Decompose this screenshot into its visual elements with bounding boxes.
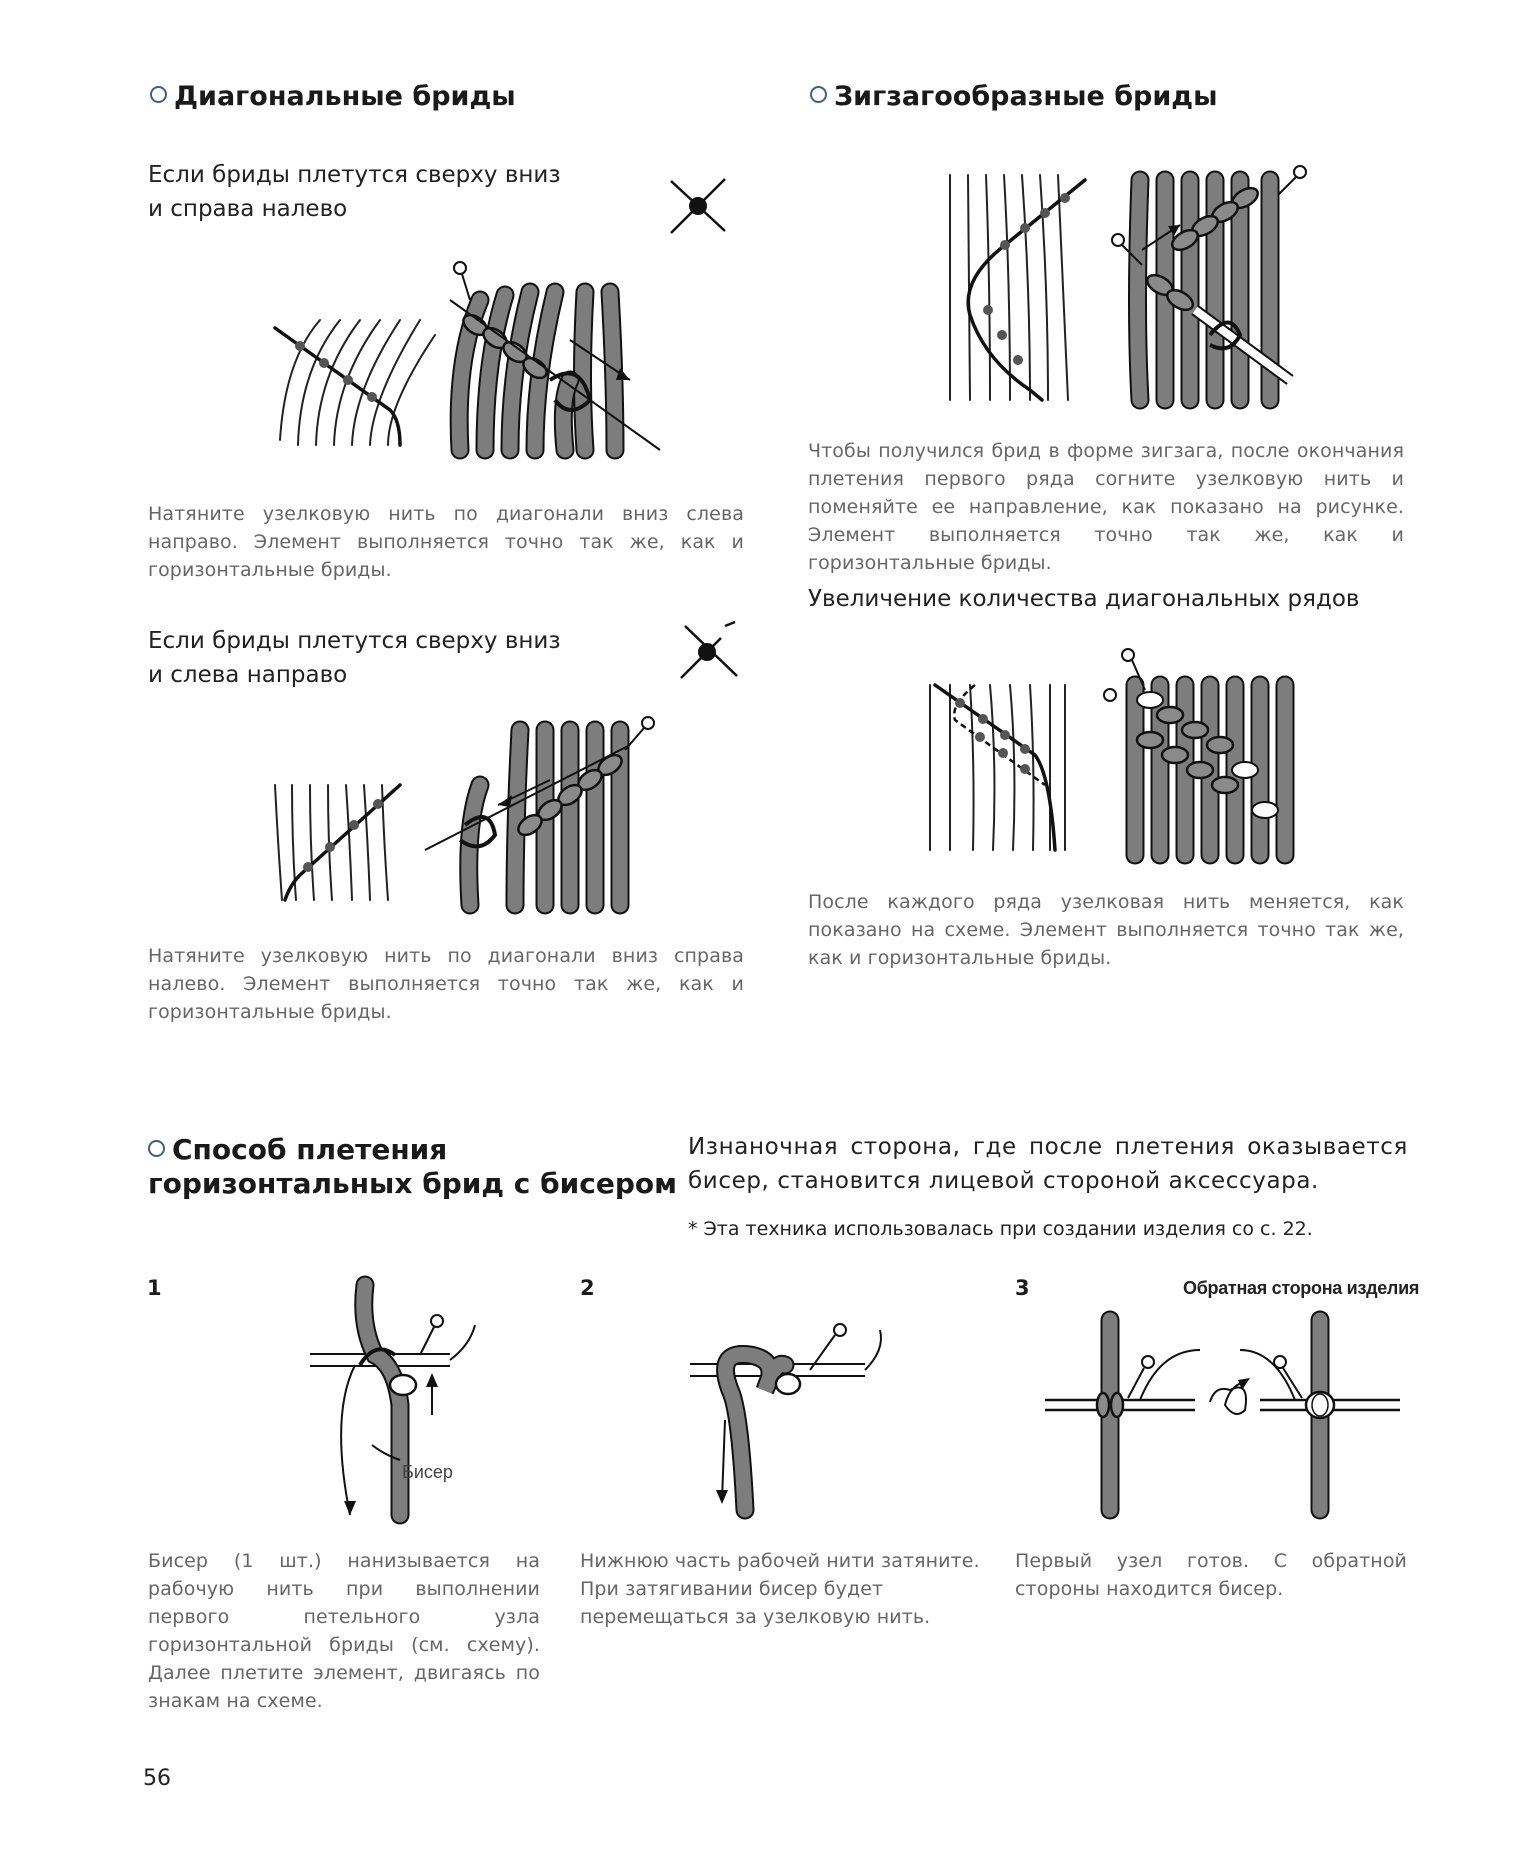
section-title-text: Диагональные бриды: [174, 81, 516, 112]
section-title-line: Способ плетения: [172, 1133, 448, 1166]
paragraph-zigzag: Чтобы получился брид в форме зигзага, по…: [808, 440, 1404, 574]
section-title-diagonal: Диагональные бриды: [150, 80, 516, 114]
subheading-line: и справа налево: [148, 196, 348, 222]
paragraph-diagonal-2: Натяните узелковую нить по диагонали вни…: [148, 945, 744, 1023]
zigzag-bride-diagram: [949, 165, 1307, 410]
ring-bullet-icon: [148, 1140, 165, 1157]
step-1-text: Бисер (1 шт.) нанизывается на рабочую ни…: [148, 1550, 540, 1712]
step-number-2: 2: [580, 1276, 595, 1300]
step-3-diagram: [1045, 1310, 1400, 1520]
section-title-text: Зигзагообразные бриды: [834, 81, 1218, 112]
subheading-line: Если бриды плетутся сверху вниз: [148, 162, 561, 188]
step-3-text: Первый узел готов. С обратной стороны на…: [1015, 1550, 1407, 1600]
subheading-left-to-right: Если бриды плетутся сверху вниз и слева …: [148, 624, 561, 692]
step-3-caption: Обратная сторона изделия: [1183, 1278, 1420, 1298]
subheading-line: Если бриды плетутся сверху вниз: [148, 628, 561, 654]
bead-label: Бисер: [402, 1462, 453, 1482]
ring-bullet-icon: [810, 86, 827, 103]
section-title-zigzag: Зигзагообразные бриды: [810, 80, 1218, 114]
footnote: * Эта техника использовалась при создани…: [688, 1218, 1313, 1240]
direction-symbol-icon: [670, 178, 726, 234]
step-number-1: 1: [147, 1276, 162, 1300]
lead-paragraph: Изнаночная сторона, где после плетения о…: [688, 1134, 1408, 1194]
section-title-line: горизонтальных брид с бисером: [148, 1167, 678, 1200]
paragraph-diagonal-1: Натяните узелковую нить по диагонали вни…: [148, 503, 744, 581]
subheading-line: и слева направо: [148, 662, 348, 688]
direction-symbol-icon: [680, 620, 738, 679]
step-2-text: Нижнюю часть рабочей нити затяните. При …: [580, 1550, 980, 1628]
page-number: 56: [143, 1766, 171, 1791]
paragraph-increase-rows: После каждого ряда узелковая нить меняет…: [808, 891, 1404, 969]
diagonal-bride-diagram-1: [273, 261, 661, 460]
step-2-diagram: [690, 1323, 882, 1520]
subheading-right-to-left: Если бриды плетутся сверху вниз и справа…: [148, 158, 561, 226]
diagonal-bride-diagram-2: [274, 716, 655, 915]
increase-rows-diagram: [929, 648, 1295, 865]
step-1-diagram: [310, 1275, 476, 1525]
step-number-3: 3: [1015, 1276, 1030, 1300]
section-title-beads: Способ плетения горизонтальных брид с би…: [148, 1133, 677, 1201]
ring-bullet-icon: [150, 86, 167, 103]
subheading-increase-rows: Увеличение количества диагональных рядов: [808, 586, 1360, 612]
